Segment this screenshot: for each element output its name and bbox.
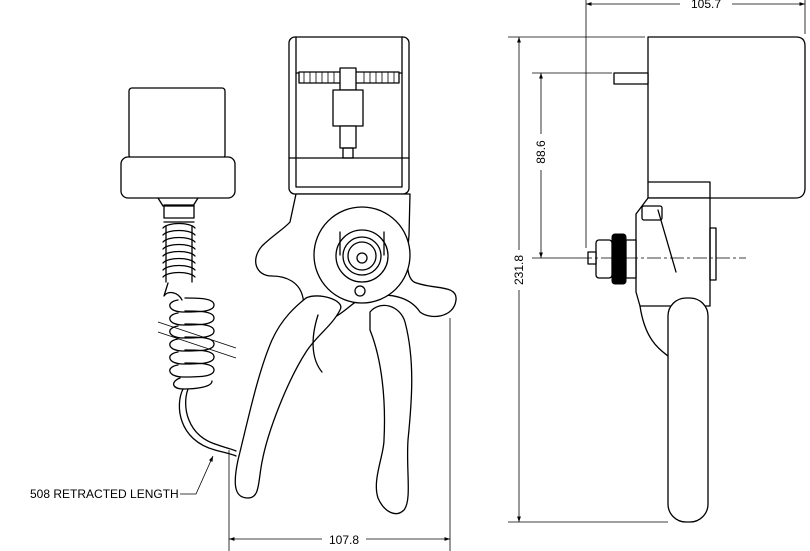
coiled-cord: [157, 204, 237, 457]
remote-head: [120, 87, 236, 207]
dimension-height: 231.8: [508, 36, 668, 523]
dimension-width-side: 105.7: [585, 0, 806, 248]
adjust-knob: [587, 233, 637, 285]
front-view: 107.8 508 RETRACTED LENGTH: [30, 36, 457, 551]
cord-note: 508 RETRACTED LENGTH: [30, 455, 214, 501]
dim-bottom-width-label: 107.8: [329, 533, 359, 547]
dim-height-label: 231.8: [512, 255, 526, 285]
top-bracket: [288, 36, 410, 195]
plier-body: [234, 193, 457, 515]
side-view: 105.7 88.6 231.8: [508, 0, 806, 523]
dim-offset-label: 88.6: [534, 140, 548, 164]
dim-top-width-label: 105.7: [691, 0, 721, 11]
dimension-width-front: 107.8: [228, 318, 451, 551]
cord-length-note: 508 RETRACTED LENGTH: [30, 487, 179, 501]
dimension-offset: 88.6: [532, 72, 612, 259]
